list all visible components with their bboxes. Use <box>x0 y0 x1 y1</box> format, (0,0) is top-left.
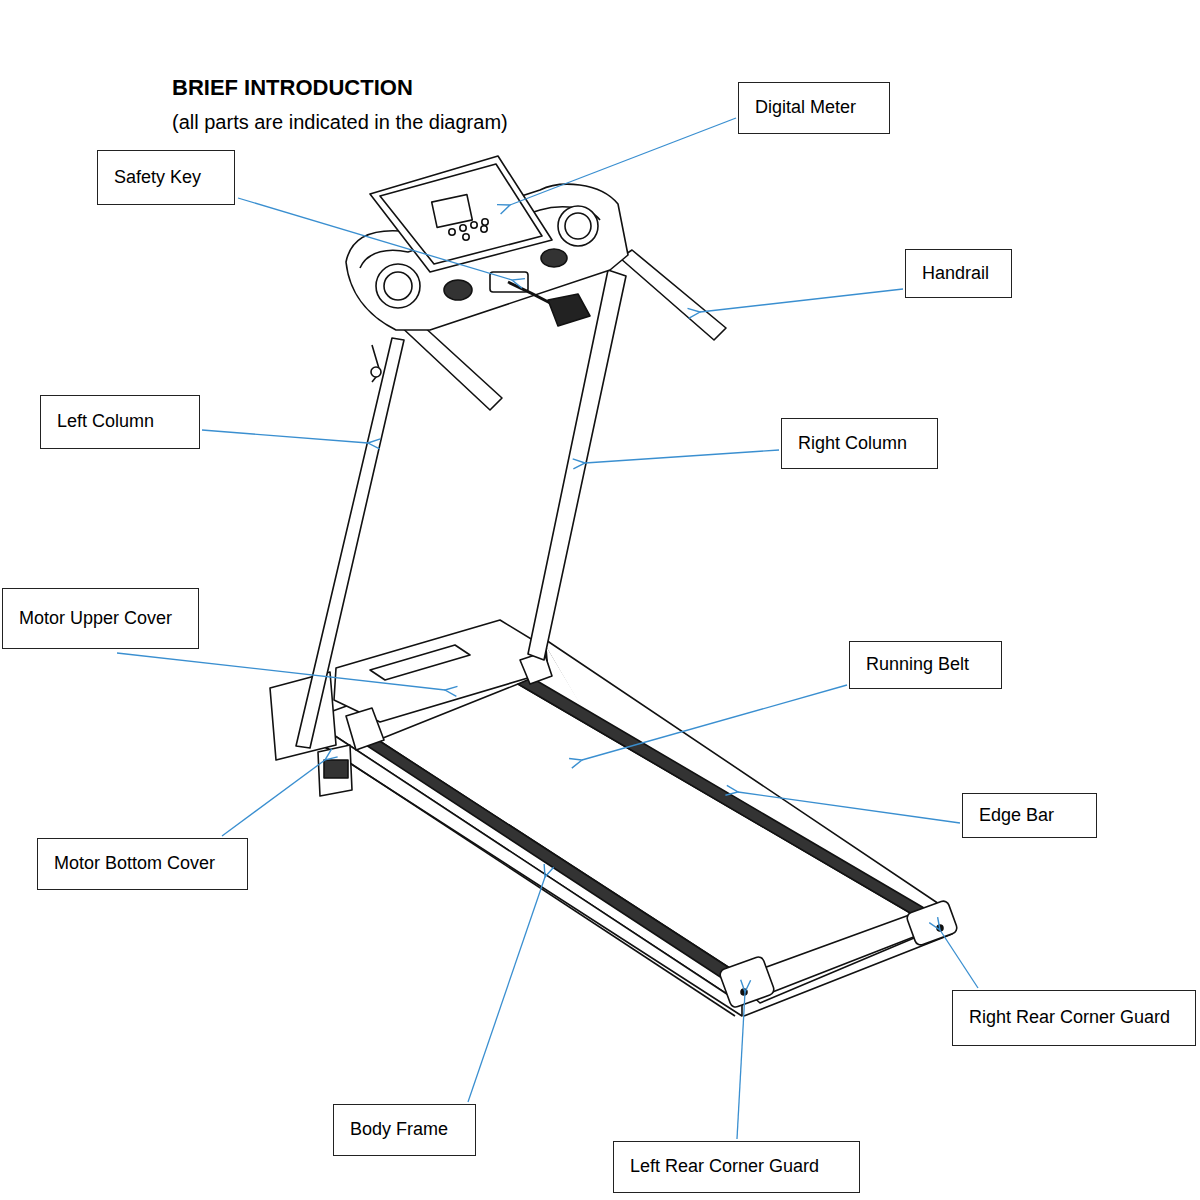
part-name: Right Rear Corner Guard <box>969 1007 1170 1029</box>
part-name: Motor Bottom Cover <box>54 853 215 875</box>
part-label-box: Safety Key <box>97 150 235 205</box>
part-label-box: Motor Bottom Cover <box>37 838 248 890</box>
diagram-title: BRIEF INTRODUCTION <box>172 75 413 101</box>
part-label-box: Edge Bar <box>962 793 1097 838</box>
part-name: Left Column <box>57 411 154 433</box>
motor-cover <box>334 620 548 722</box>
left-rear-guard <box>719 955 776 1008</box>
part-name: Handrail <box>922 263 989 285</box>
part-label-box: Body Frame <box>333 1104 476 1156</box>
part-name: Right Column <box>798 433 907 455</box>
part-name: Safety Key <box>114 167 201 189</box>
part-name: Left Rear Corner Guard <box>630 1156 819 1178</box>
part-label-box: Handrail <box>905 249 1012 298</box>
part-name: Running Belt <box>866 654 969 676</box>
part-label-box: Right Rear Corner Guard <box>952 990 1196 1046</box>
part-label-box: Motor Upper Cover <box>2 588 199 649</box>
part-name: Digital Meter <box>755 97 856 119</box>
part-name: Body Frame <box>350 1119 448 1141</box>
treadmill-drawing <box>270 156 958 1016</box>
right-column <box>528 270 626 660</box>
part-label-box: Running Belt <box>849 641 1002 689</box>
digital-meter <box>370 156 552 272</box>
part-label-box: Left Rear Corner Guard <box>613 1141 860 1193</box>
part-label-box: Left Column <box>40 395 200 449</box>
part-label-box: Right Column <box>781 418 938 469</box>
part-name: Edge Bar <box>979 805 1054 827</box>
right-rear-guard <box>906 900 959 947</box>
part-name: Motor Upper Cover <box>19 608 172 630</box>
left-column <box>296 338 404 748</box>
leader-lines <box>117 118 978 1139</box>
subtitle-note: (all parts are indicated in the diagram) <box>172 111 508 134</box>
part-label-box: Digital Meter <box>738 82 890 134</box>
